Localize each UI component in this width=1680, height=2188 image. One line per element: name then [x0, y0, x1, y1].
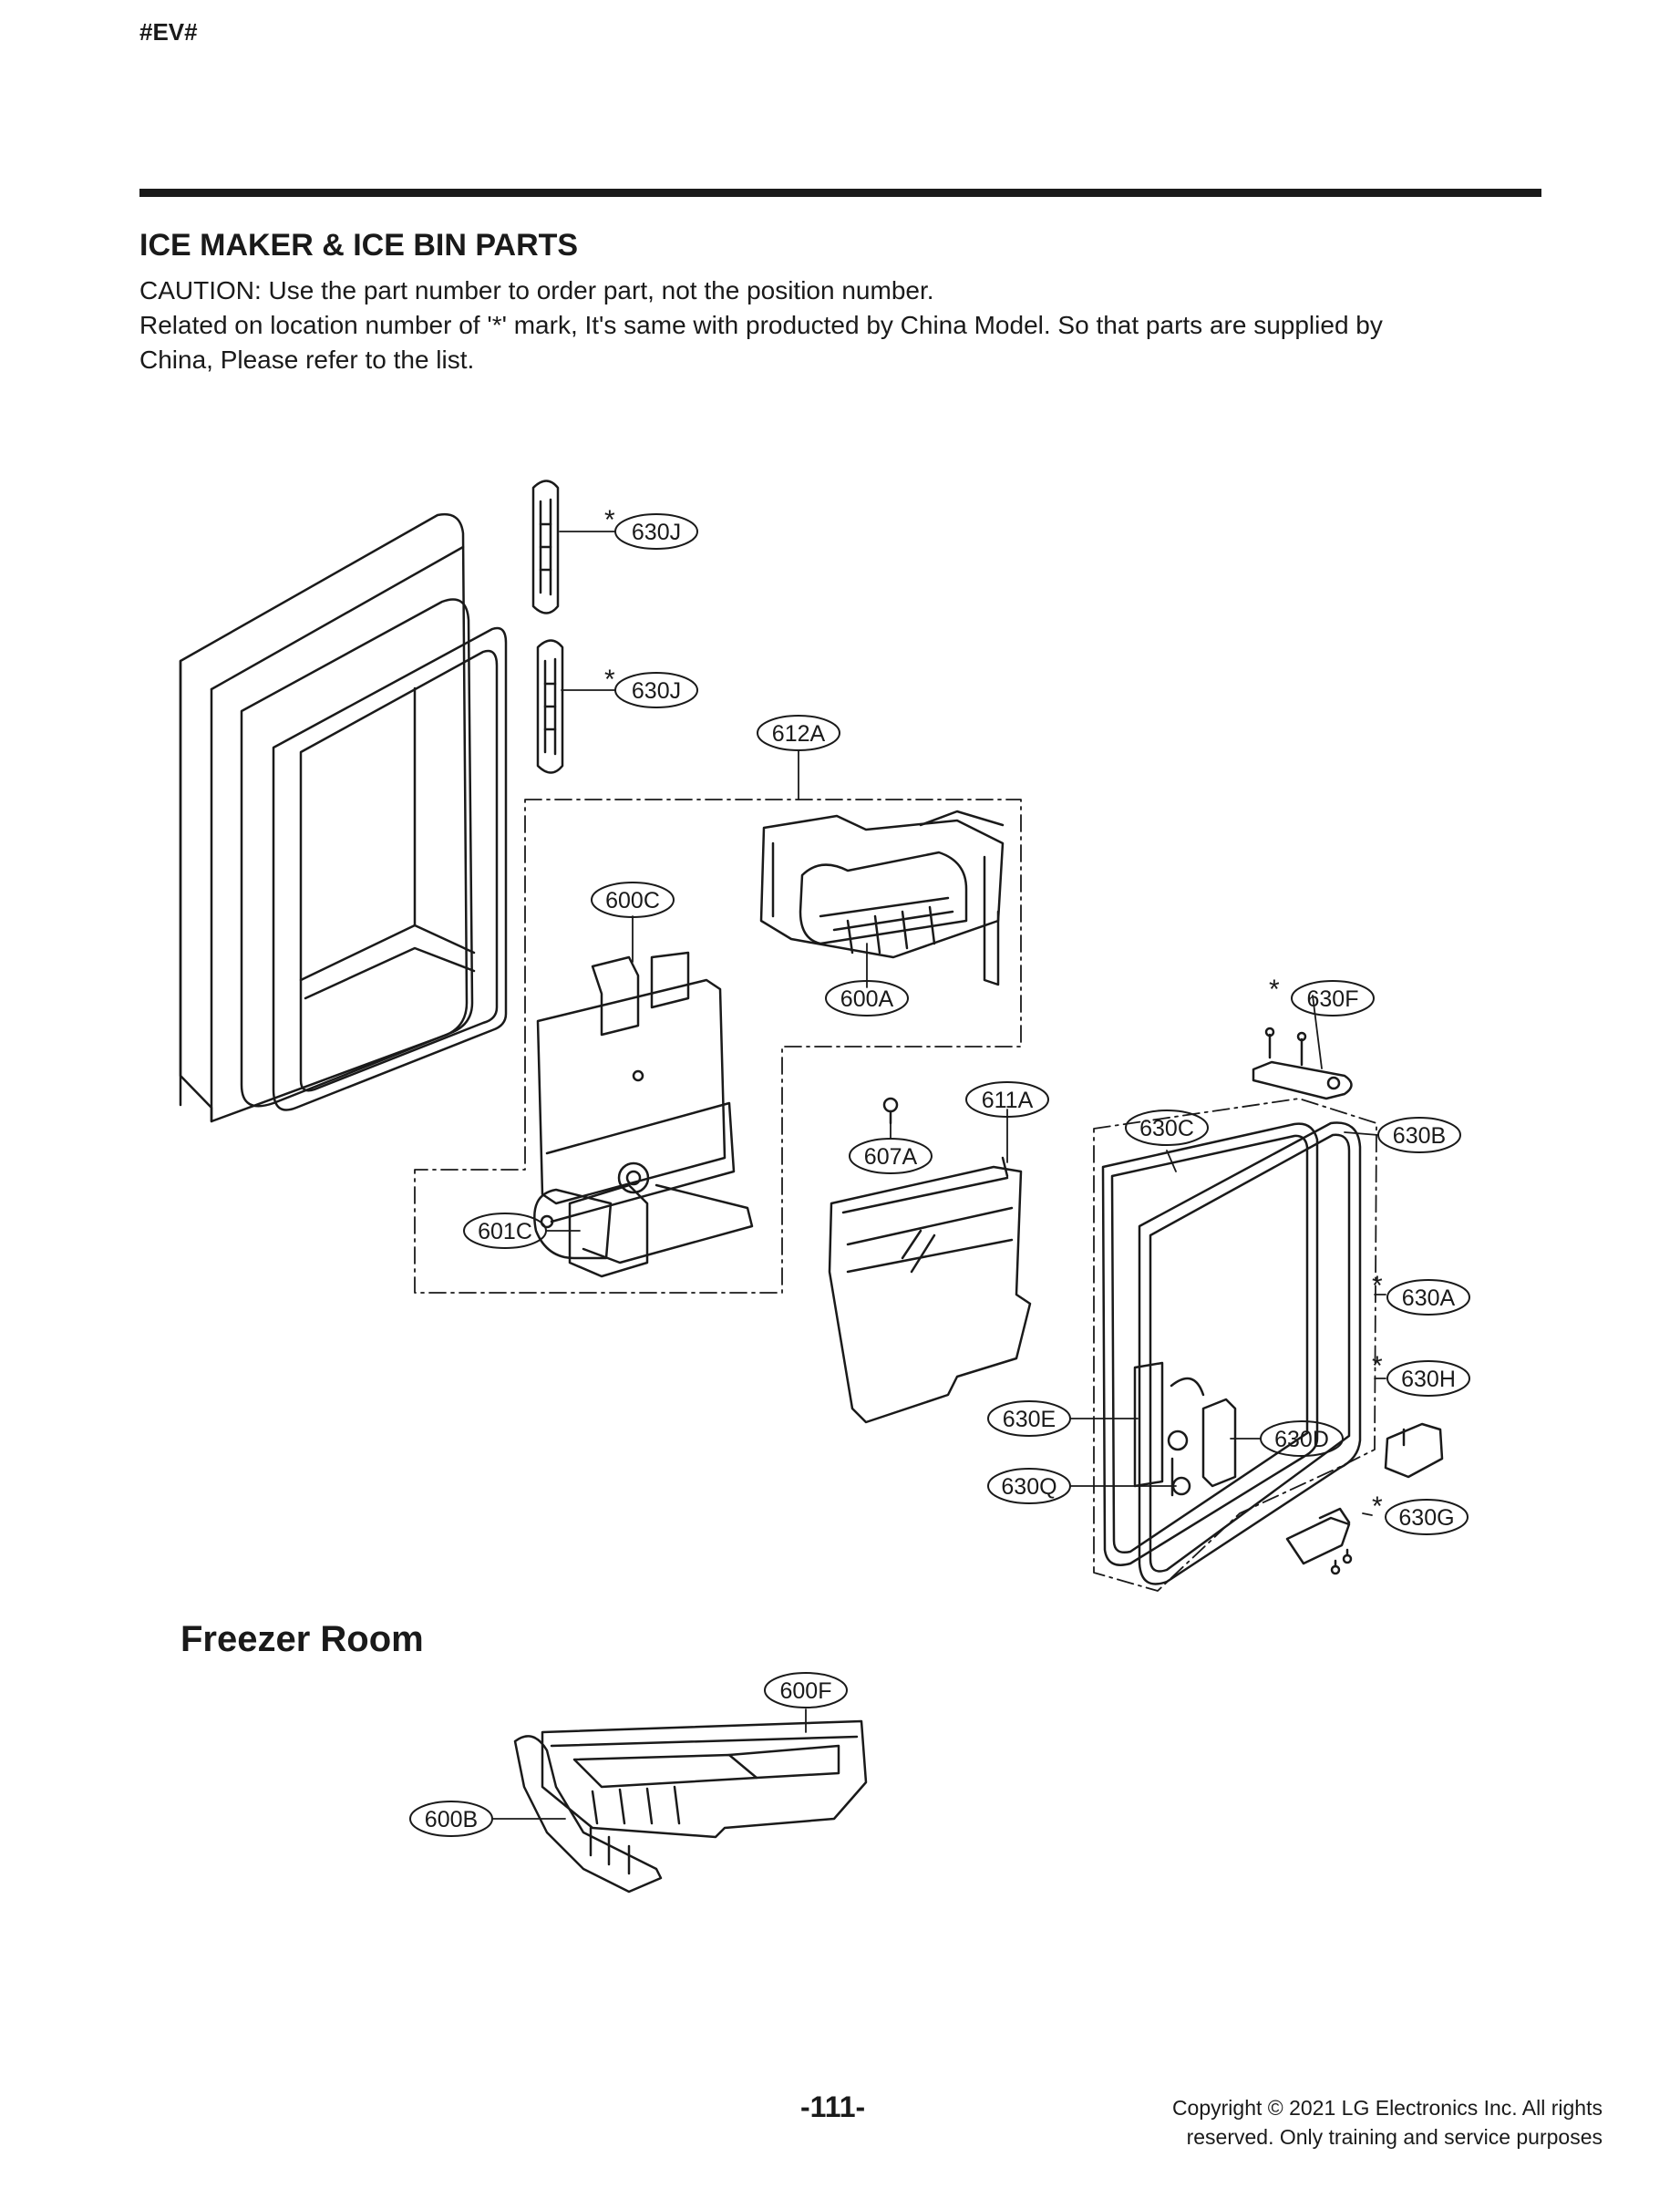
- copyright-line-2: reserved. Only training and service purp…: [1186, 2125, 1603, 2149]
- svg-text:*: *: [1372, 1351, 1383, 1381]
- part-630Q-drawing: [1170, 1457, 1191, 1497]
- page-tag: #EV#: [139, 18, 198, 46]
- page-number: -111-: [800, 2090, 866, 2123]
- part-607A-drawing: [882, 1097, 899, 1125]
- leader-lines: [491, 531, 1386, 1820]
- callout-630B: 630B: [1393, 1123, 1446, 1149]
- svg-text:*: *: [1269, 975, 1280, 1005]
- copyright-notice: Copyright © 2021 LG Electronics Inc. All…: [1172, 2093, 1603, 2152]
- callout-labels: 630J 630J 612A 600C 600A 630F 611A 630C …: [425, 520, 1456, 1832]
- part-630E-drawing: [1133, 1361, 1205, 1488]
- callout-630Q: 630Q: [1001, 1474, 1056, 1500]
- callout-630J-mid: 630J: [632, 678, 681, 704]
- part-630C-drawing: [1101, 1122, 1319, 1566]
- callout-630G: 630G: [1398, 1505, 1454, 1531]
- callout-630A: 630A: [1402, 1285, 1456, 1311]
- svg-text:*: *: [604, 665, 615, 695]
- caution-line-3: China, Please refer to the list.: [139, 346, 475, 374]
- section-title: ICE MAKER & ICE BIN PARTS: [139, 228, 579, 263]
- assembly-630-outline: [1093, 1098, 1377, 1592]
- callout-600B: 600B: [425, 1807, 478, 1832]
- part-630G-drawing: [1285, 1507, 1353, 1575]
- part-630H-drawing: [1384, 1422, 1444, 1479]
- callout-630F: 630F: [1307, 986, 1359, 1012]
- copyright-line-1: Copyright © 2021 LG Electronics Inc. All…: [1171, 2096, 1603, 2120]
- callout-612A: 612A: [772, 721, 826, 747]
- callout-600C: 600C: [605, 888, 660, 913]
- part-601C-drawing: [533, 1183, 649, 1278]
- section-rule: [139, 189, 1541, 197]
- callout-630D: 630D: [1274, 1427, 1329, 1452]
- part-630D-drawing: [1167, 1398, 1237, 1488]
- part-611A-drawing: [828, 1156, 1032, 1424]
- callout-600F: 600F: [780, 1678, 832, 1704]
- callout-630H: 630H: [1401, 1367, 1456, 1392]
- part-600B-drawing: [513, 1735, 663, 1894]
- callout-630J-top: 630J: [632, 520, 681, 545]
- callout-630E: 630E: [1003, 1407, 1056, 1432]
- caution-text: CAUTION: Use the part number to order pa…: [139, 274, 1543, 377]
- callout-630C: 630C: [1139, 1116, 1194, 1141]
- callout-ellipses: [409, 513, 1470, 1837]
- svg-text:*: *: [1372, 1271, 1383, 1301]
- svg-text:*: *: [1372, 1491, 1383, 1522]
- svg-text:*: *: [604, 505, 615, 535]
- freezer-room-title: Freezer Room: [180, 1619, 424, 1659]
- callout-601C: 601C: [478, 1219, 532, 1244]
- callout-600A: 600A: [840, 986, 894, 1012]
- part-600F-drawing: [541, 1719, 868, 1839]
- door-liner-drawing: [179, 512, 508, 1123]
- part-630J-mid-drawing: [536, 639, 564, 774]
- callout-611A: 611A: [982, 1088, 1034, 1113]
- assembly-612A-outline: [414, 799, 1022, 1294]
- caution-line-2: Related on location number of '*' mark, …: [139, 311, 1383, 339]
- part-630F-drawing: [1252, 1027, 1353, 1100]
- part-630J-top-drawing: [531, 480, 560, 614]
- caution-line-1: CAUTION: Use the part number to order pa…: [139, 276, 934, 304]
- part-600A-drawing: [759, 810, 1005, 986]
- china-parts-asterisks: * * * * * *: [604, 505, 1383, 1522]
- callout-607A: 607A: [864, 1144, 918, 1170]
- part-630B-drawing: [1138, 1121, 1362, 1585]
